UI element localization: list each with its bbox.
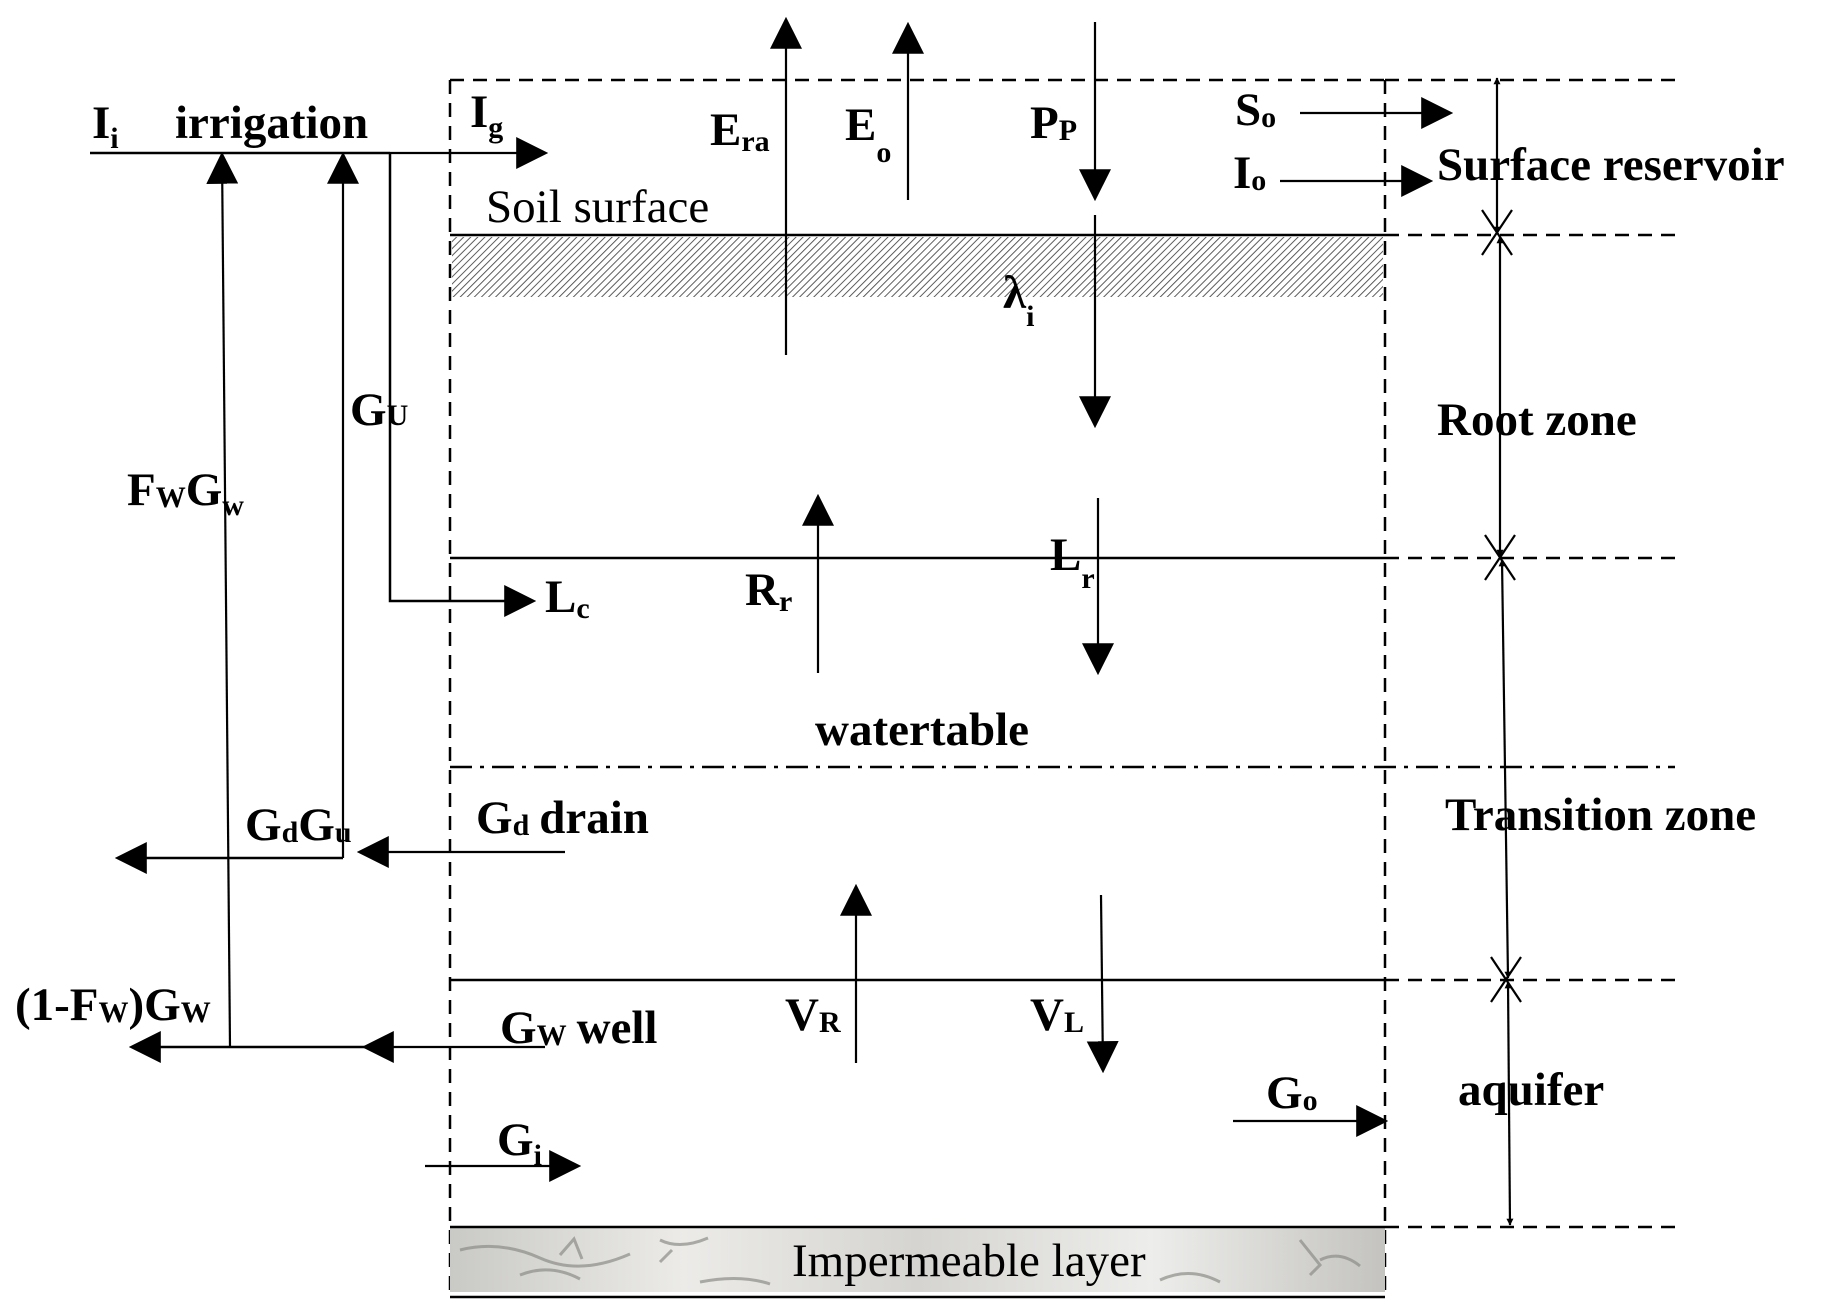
gdgu-label: GdGu — [245, 799, 352, 851]
transition-zone-label: Transition zone — [1445, 789, 1756, 841]
zone-dimension-arrows — [1481, 77, 1522, 1226]
aquifer-label: aquifer — [1458, 1064, 1604, 1116]
era-label: Era — [710, 104, 770, 158]
watertable-label: watertable — [815, 704, 1029, 756]
level-lines-right — [1385, 78, 1675, 1229]
rr-label: Rr — [745, 564, 792, 618]
vr-label: VR — [785, 989, 841, 1041]
ig-label: Ig — [470, 86, 503, 144]
impermeable-layer — [450, 1225, 1385, 1299]
main-box — [448, 78, 1387, 1292]
gu-label: GU — [350, 384, 408, 436]
lc-arrow — [388, 153, 537, 617]
drain-arrows — [114, 836, 565, 874]
irrigation-lines — [90, 137, 549, 1048]
soil-crust-hatch — [452, 237, 1383, 297]
eo-label: Eo — [845, 99, 891, 169]
irrigation-label: irrigation — [175, 97, 368, 149]
lr-label: Lr — [1050, 529, 1095, 595]
lc-label: Lc — [545, 571, 590, 625]
impermeable-layer-label: Impermeable layer — [792, 1235, 1146, 1287]
go-label: Go — [1266, 1067, 1318, 1119]
lambda-label: λi — [1003, 267, 1034, 333]
surface-reservoir-label: Surface reservoir — [1437, 139, 1785, 191]
irrigation-symbol: Ii — [92, 97, 119, 155]
so-label: So — [1235, 84, 1276, 136]
fwgw-label: FWGw — [127, 464, 244, 522]
vl-arrow — [1086, 894, 1119, 1074]
vl-label: VL — [1030, 989, 1084, 1041]
io-label: Io — [1233, 147, 1266, 199]
root-zone-label: Root zone — [1437, 394, 1637, 446]
soil-surface-label: Soil surface — [486, 181, 709, 233]
left-gw-label: (1-FW)GW — [15, 979, 211, 1031]
gi-label: Gi — [497, 1114, 542, 1172]
fwgw-arrow — [206, 151, 239, 1048]
pp-label: PP — [1030, 97, 1077, 149]
